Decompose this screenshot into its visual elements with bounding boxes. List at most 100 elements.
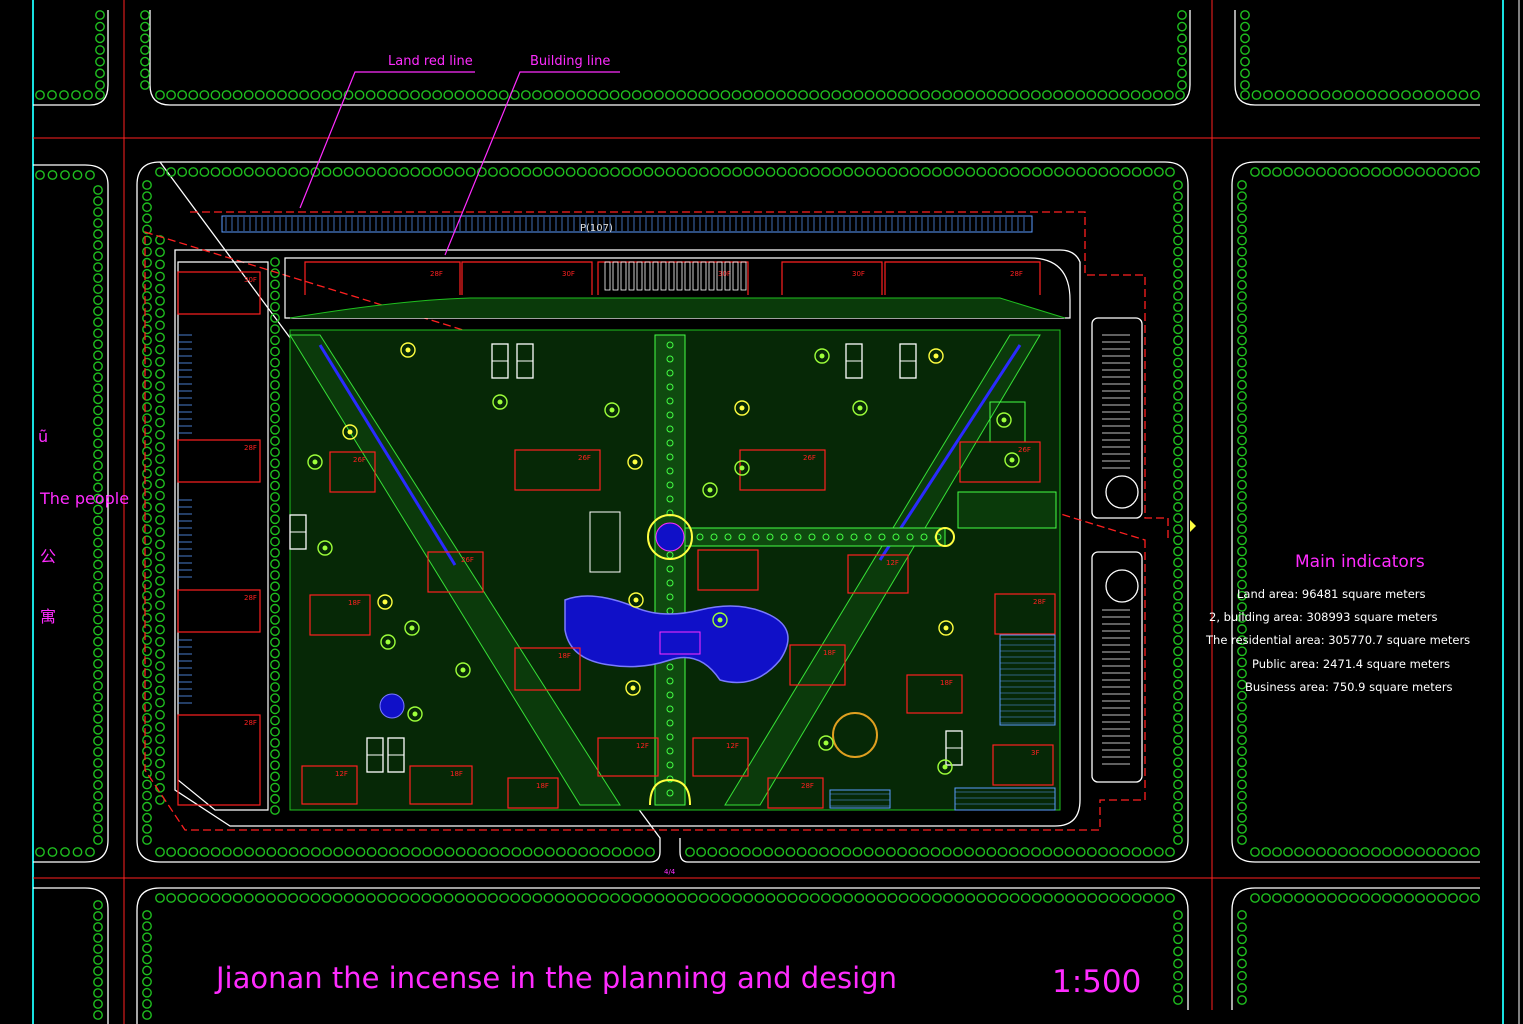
tree-symbol: [93, 900, 103, 910]
tree-symbol: [142, 601, 152, 612]
tree-symbol: [1173, 368, 1183, 379]
tree-symbol: [544, 847, 555, 857]
residential-building: [739, 449, 826, 491]
tree-symbol: [1120, 167, 1131, 177]
tree-symbol: [93, 526, 103, 537]
tree-symbol: [998, 167, 1009, 177]
tree-symbol: [388, 167, 398, 177]
parking-stall: [628, 261, 635, 291]
tree-symbol: [1237, 557, 1247, 568]
tree-symbol: [244, 847, 254, 857]
tree-symbol: [1251, 90, 1262, 100]
tree-symbol: [1009, 893, 1020, 903]
tree-symbol: [142, 579, 152, 590]
tree-symbol: [93, 537, 103, 548]
tree-symbol: [633, 847, 644, 857]
tree-symbol: [576, 90, 587, 100]
residential-building: [906, 674, 963, 714]
tree-symbol: [188, 90, 199, 100]
tree-symbol: [95, 56, 105, 67]
tree-symbol: [1378, 90, 1388, 100]
shrub-center: [933, 353, 939, 359]
tree-symbol: [142, 479, 152, 490]
shrub-center: [1009, 457, 1015, 463]
tree-symbol: [270, 346, 280, 357]
tree-symbol: [142, 280, 152, 290]
tree-symbol: [1237, 424, 1247, 435]
parking-code: P(107): [580, 223, 613, 234]
tree-symbol: [155, 417, 165, 428]
tree-symbol: [1437, 167, 1447, 177]
tree-symbol: [1177, 68, 1187, 79]
tree-symbol: [93, 768, 103, 779]
tree-symbol: [476, 893, 487, 903]
tree-symbol: [1237, 402, 1247, 412]
tree-symbol: [1237, 812, 1247, 823]
tree-symbol: [876, 167, 887, 177]
tree-symbol: [1237, 235, 1247, 246]
tree-symbol: [1272, 167, 1282, 177]
tree-symbol: [243, 167, 254, 177]
tree-symbol: [270, 413, 280, 424]
tree-symbol: [93, 780, 103, 790]
tree-symbol: [93, 251, 103, 262]
tree-symbol: [93, 317, 103, 328]
tree-symbol: [1415, 167, 1425, 177]
tree-symbol: [155, 247, 165, 258]
tree-symbol: [1131, 847, 1142, 857]
tree-symbol: [155, 758, 165, 769]
tree-symbol: [155, 661, 165, 671]
paving-dot: [666, 677, 674, 685]
tree-symbol: [1237, 910, 1247, 920]
shrub: [702, 482, 718, 498]
tree-symbol: [1173, 524, 1183, 535]
tree-symbol: [1261, 167, 1271, 177]
tree-symbol: [665, 90, 675, 100]
tree-symbol: [343, 893, 354, 903]
tree-symbol: [1175, 90, 1185, 100]
tree-symbol: [543, 90, 553, 100]
tree-symbol: [255, 847, 266, 857]
tree-symbol: [785, 847, 796, 857]
tree-symbol: [1173, 590, 1183, 601]
east-parking: [1091, 317, 1196, 783]
tree-symbol: [93, 372, 103, 383]
tree-symbol: [1165, 893, 1175, 903]
tree-symbol: [1327, 167, 1337, 177]
road-marker: 4/4: [664, 868, 676, 876]
shrub: [818, 735, 834, 751]
tree-symbol: [1108, 90, 1119, 100]
paving-dot: [666, 383, 674, 391]
tree-symbol: [632, 167, 643, 177]
tree-symbol: [720, 90, 731, 100]
tree-symbol: [93, 262, 103, 273]
tree-symbol: [1237, 502, 1247, 512]
floor-label: 3F: [1031, 749, 1039, 757]
north-green-strip: [289, 297, 1066, 319]
tree-symbol: [1393, 893, 1403, 903]
tree-symbol: [93, 306, 103, 317]
tree-symbol: [288, 167, 299, 177]
tree-symbol: [1261, 847, 1271, 857]
shrub: [996, 412, 1012, 428]
tree-symbol: [142, 413, 152, 424]
tree-symbol: [270, 391, 280, 402]
floor-label: 18F: [536, 782, 549, 790]
tree-symbol: [1237, 995, 1247, 1005]
tree-symbol: [95, 68, 105, 79]
shrub: [380, 634, 396, 650]
tree-symbol: [142, 921, 152, 932]
tree-symbol: [221, 893, 232, 903]
tree-symbol: [155, 649, 165, 659]
tree-symbol: [155, 551, 165, 562]
tree-symbol: [1355, 90, 1365, 100]
tree-symbol: [1173, 490, 1183, 501]
paving-dot: [666, 467, 674, 475]
tree-symbol: [454, 167, 465, 177]
tree-symbol: [865, 893, 876, 903]
paving-dot: [794, 533, 802, 541]
tree-symbol: [93, 218, 103, 228]
parking-block: [954, 787, 1056, 811]
